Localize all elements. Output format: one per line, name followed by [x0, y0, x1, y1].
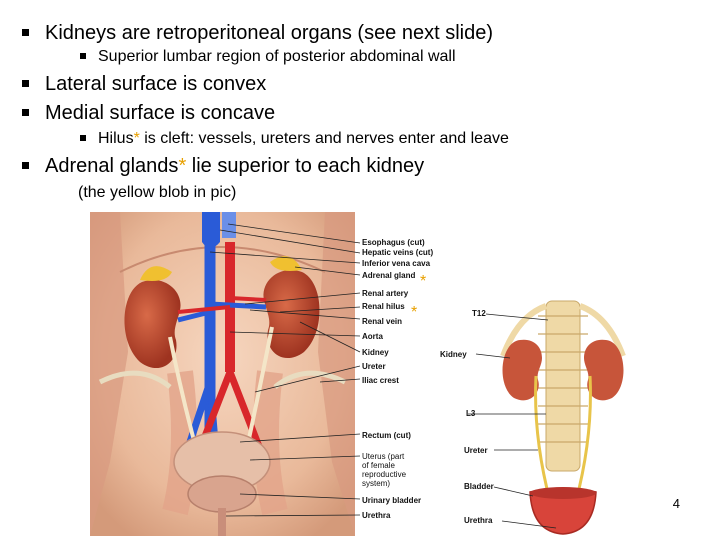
right-adrenal-gland — [270, 256, 302, 271]
bullet-lateral: Lateral surface is convex — [22, 73, 266, 96]
bullet-marker — [22, 80, 29, 87]
bladder-rim — [530, 487, 596, 499]
label-iliac-crest: Iliac crest — [362, 376, 399, 385]
label-uterus-2: of female — [362, 461, 395, 470]
psoas-right — [253, 370, 288, 516]
posterior-label-urethra: Urethra — [464, 516, 493, 525]
esophagus-cut — [222, 212, 236, 238]
label-rectum: Rectum (cut) — [362, 431, 411, 440]
label-hepatic-veins: Hepatic veins (cut) — [362, 248, 433, 257]
asterisk-mark: * — [178, 155, 187, 177]
bullet-text: is cleft: vessels, ureters and nerves en… — [139, 130, 509, 147]
renal-arteries — [177, 296, 267, 314]
label-uterus-4: system) — [362, 479, 390, 488]
label-aorta: Aorta — [362, 332, 383, 341]
bullet-text: Lateral surface is convex — [45, 73, 267, 95]
iliac-crest-left — [98, 370, 172, 389]
sub-bullet-hilus: Hilus* is cleft: vessels, ureters and ne… — [80, 130, 509, 148]
right-kidney — [263, 270, 320, 359]
renal-veins — [177, 301, 267, 323]
hilus-asterisk: * — [411, 304, 417, 321]
bullet-text: Medial surface is concave — [45, 102, 276, 124]
left-adrenal-gland — [140, 266, 172, 281]
label-uterus-1: Uterus (part — [362, 452, 405, 461]
body-wall-left — [90, 212, 128, 536]
urinary-system-posterior-figure: T12 Kidney L3 Ureter Bladder Urethra — [440, 300, 626, 535]
bullet-marker — [22, 162, 29, 169]
hilus-term: Hilus — [98, 130, 134, 147]
posterior-leader-lines — [468, 313, 557, 529]
label-inferior-vena-cava: Inferior vena cava — [362, 259, 431, 268]
posterior-label-ureter: Ureter — [464, 446, 488, 455]
label-uterus-3: reproductive — [362, 470, 407, 479]
adrenal-term: Adrenal glands — [45, 155, 179, 177]
posterior-label-bladder: Bladder — [464, 482, 494, 491]
adrenal-asterisk: * — [420, 273, 426, 290]
label-renal-vein: Renal vein — [362, 317, 402, 326]
posterior-right-kidney — [584, 339, 624, 401]
label-urethra: Urethra — [362, 511, 391, 520]
posterior-right-ureter — [574, 375, 592, 502]
bullet-text: Kidneys are retroperitoneal organs (see … — [45, 22, 494, 44]
posterior-label-kidney: Kidney — [440, 350, 467, 359]
label-ureter: Ureter — [362, 362, 386, 371]
leader-lines — [209, 223, 361, 517]
diaphragm-outline — [119, 246, 326, 273]
sub-bullet-lumbar: Superior lumbar region of posterior abdo… — [80, 48, 456, 66]
body-wall-right — [318, 212, 355, 536]
label-urinary-bladder: Urinary bladder — [362, 496, 421, 505]
bullet-marker — [22, 109, 29, 116]
bullet-marker — [80, 53, 86, 59]
rib-left — [500, 303, 548, 358]
bullet-kidneys: Kidneys are retroperitoneal organs (see … — [22, 22, 493, 45]
label-renal-hilus: Renal hilus — [362, 302, 405, 311]
urethra — [218, 508, 226, 536]
vertebral-column — [538, 300, 588, 472]
iliac-crest-right — [273, 370, 347, 389]
rib-right — [578, 303, 626, 358]
page-number: 4 — [672, 496, 680, 511]
bullet-medial: Medial surface is concave — [22, 102, 275, 125]
posterior-left-ureter — [534, 375, 552, 502]
bullet-text: Superior lumbar region of posterior abdo… — [98, 48, 456, 65]
bullet-adrenal: Adrenal glands* lie superior to each kid… — [22, 155, 424, 178]
label-esophagus: Esophagus (cut) — [362, 238, 425, 247]
posterior-label-l3: L3 — [466, 409, 476, 418]
left-kidney — [124, 280, 181, 369]
label-kidney: Kidney — [362, 348, 389, 357]
bullet-marker — [80, 135, 86, 141]
label-adrenal-gland: Adrenal gland — [362, 271, 415, 280]
hepatic-veins-cut — [202, 212, 220, 248]
bullet-text: lie superior to each kidney — [186, 155, 425, 177]
posterior-label-t12: T12 — [472, 309, 486, 318]
bullet-marker — [22, 29, 29, 36]
posterior-left-kidney — [502, 339, 542, 401]
label-renal-artery: Renal artery — [362, 289, 409, 298]
urinary-system-anterior-figure: Esophagus (cut) Hepatic veins (cut) Infe… — [90, 212, 433, 536]
asterisk-mark: * — [133, 130, 140, 147]
adrenal-note: (the yellow blob in pic) — [78, 184, 237, 201]
